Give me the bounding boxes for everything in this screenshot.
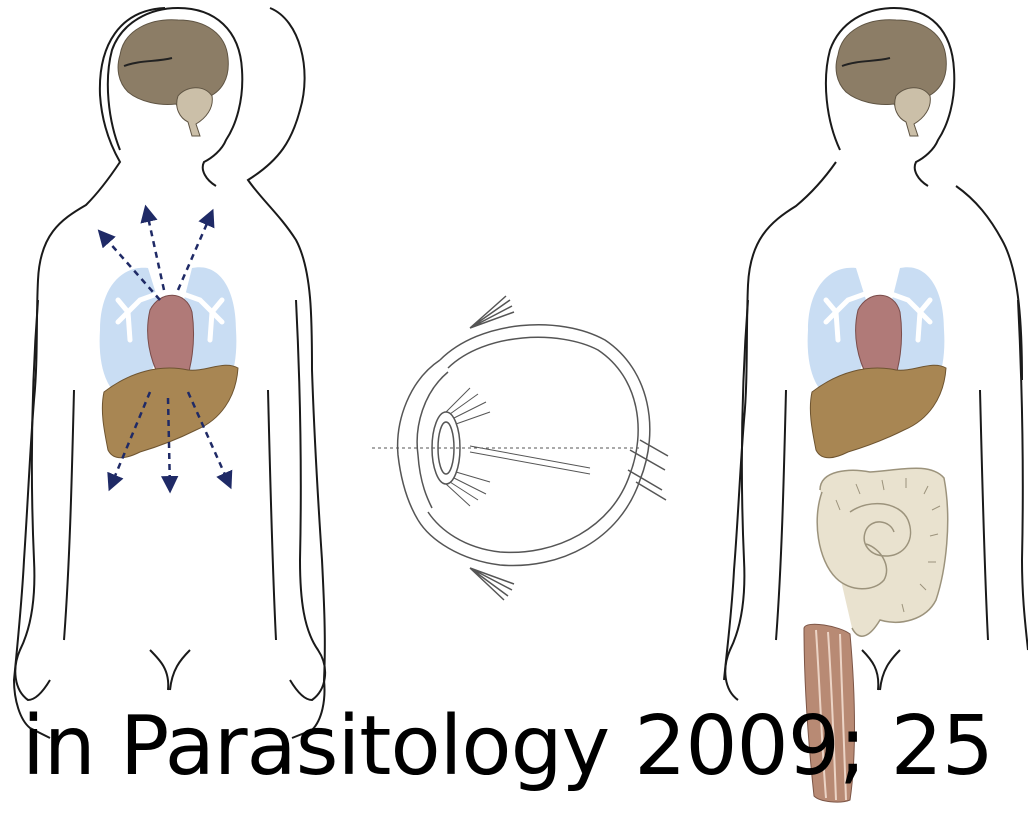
cornea xyxy=(398,360,440,520)
right-cerebellum xyxy=(895,88,931,136)
citation-caption: in Parasitology 2009; 25 xyxy=(22,706,993,788)
right-body-figure xyxy=(724,8,1028,802)
eye-diagram xyxy=(372,296,668,600)
left-body-figure xyxy=(14,8,325,738)
right-intestines xyxy=(817,468,948,636)
eyeball-outline xyxy=(418,325,650,566)
left-cerebellum xyxy=(177,88,213,136)
